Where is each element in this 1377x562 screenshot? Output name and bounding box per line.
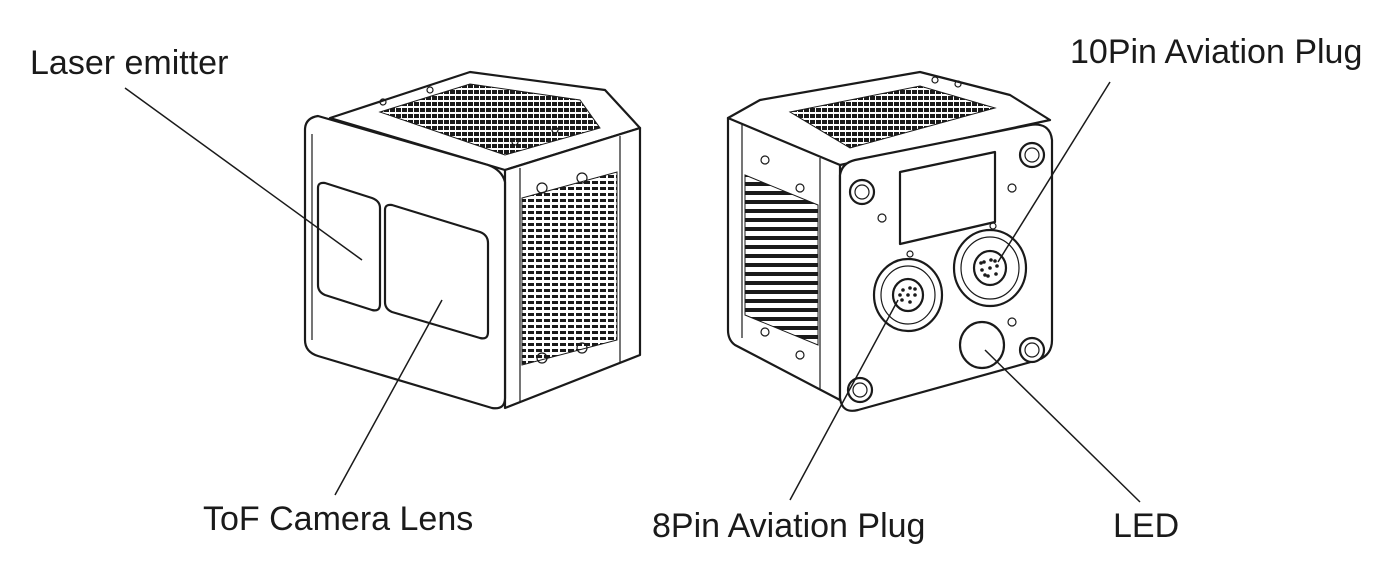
leader-tof-lens bbox=[334, 299, 443, 496]
label-laser-emitter: Laser emitter bbox=[30, 44, 228, 82]
label-tof-lens: ToF Camera Lens bbox=[203, 500, 473, 538]
side-vent-grill bbox=[521, 171, 618, 366]
leader-laser-emitter bbox=[124, 87, 363, 261]
leader-8pin bbox=[789, 299, 899, 501]
laser-emitter-window bbox=[316, 181, 382, 312]
leader-10pin bbox=[997, 81, 1111, 263]
label-8pin-plug: 8Pin Aviation Plug bbox=[652, 507, 925, 545]
rear-camera-drawing bbox=[726, 70, 1054, 412]
rear-top-vent-grill bbox=[788, 85, 997, 149]
label-10pin-plug: 10Pin Aviation Plug bbox=[1070, 33, 1362, 71]
label-led: LED bbox=[1113, 507, 1179, 545]
led-indicator bbox=[958, 320, 1006, 370]
top-vent-grill bbox=[378, 83, 601, 156]
rear-side-vent-slats bbox=[744, 174, 819, 346]
tof-lens-window bbox=[383, 203, 490, 340]
label-plate bbox=[898, 150, 997, 246]
plug-10pin bbox=[952, 222, 1028, 308]
leader-led bbox=[984, 349, 1141, 503]
front-camera-drawing bbox=[303, 70, 642, 410]
